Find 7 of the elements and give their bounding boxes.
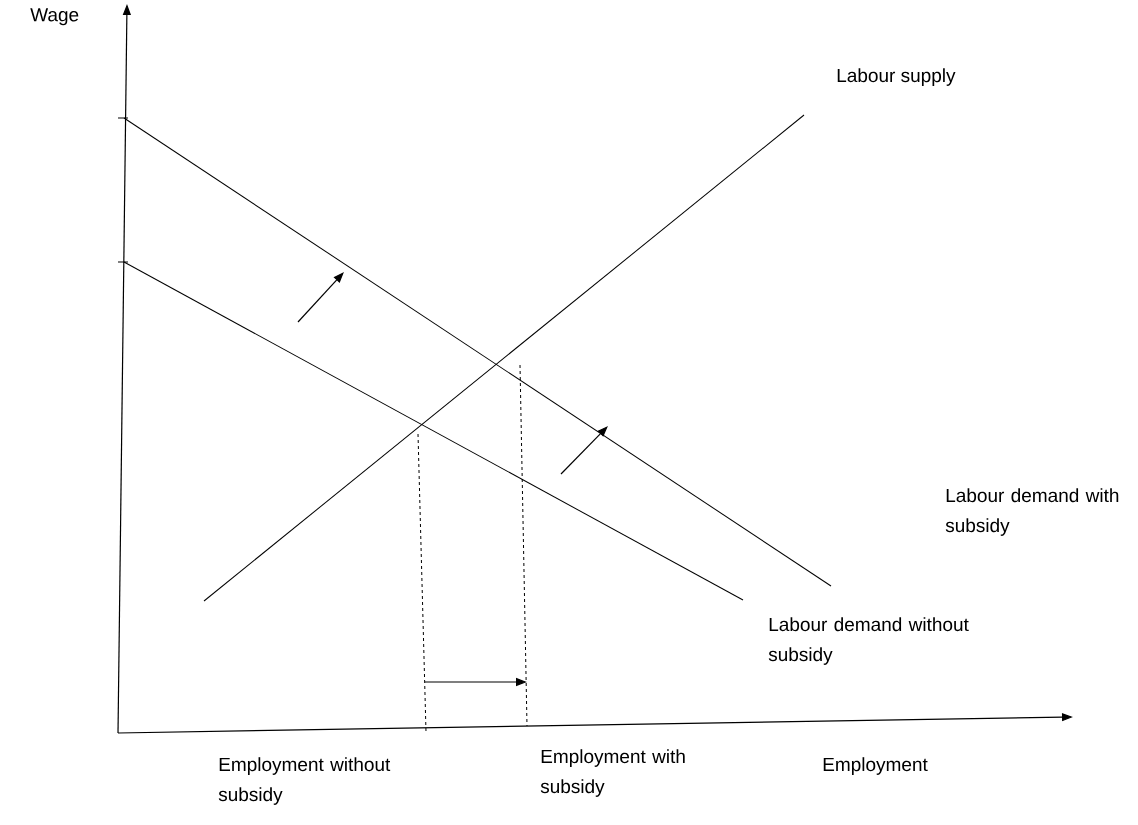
curve-label: Labour supply <box>837 68 956 86</box>
axis-value-label: Employment without subsidy <box>218 757 391 805</box>
axis-label: Wage <box>30 8 79 26</box>
curve-label: Labour demand with subsidy <box>945 488 1119 536</box>
axis-value-label: Employment with subsidy <box>540 749 685 797</box>
curve-label: Labour demand without subsidy <box>768 617 969 665</box>
axis-label: Employment <box>823 757 928 775</box>
